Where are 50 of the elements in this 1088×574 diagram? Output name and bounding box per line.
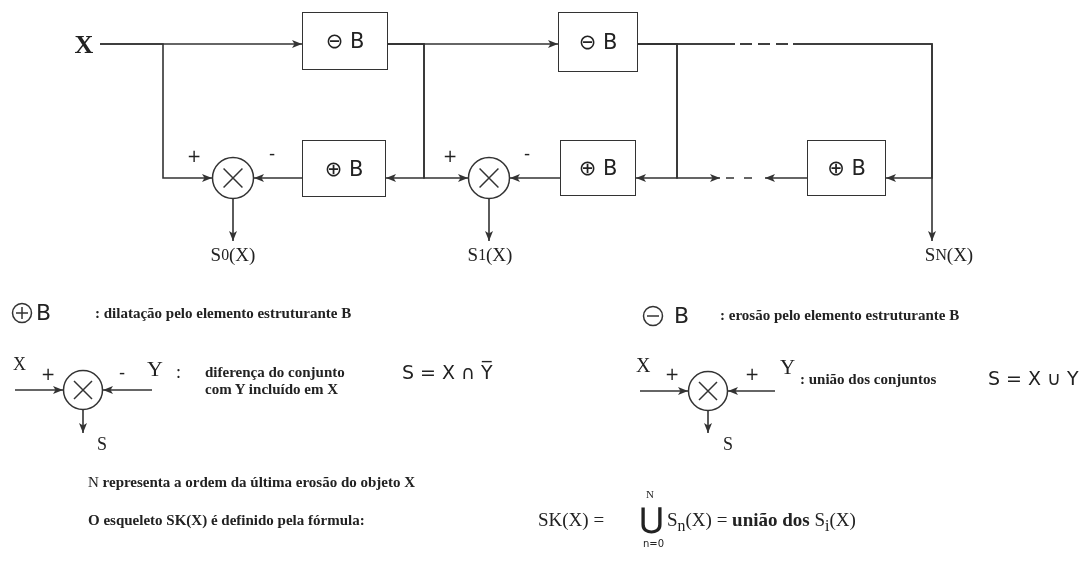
arrow: [509, 174, 561, 182]
signal-label: S: [718, 433, 738, 455]
sign-label: +: [664, 366, 681, 383]
arrow: [253, 174, 303, 182]
text-label: ⋃: [640, 503, 663, 536]
text-label: n=0: [643, 538, 665, 550]
sign-label: +: [40, 366, 57, 383]
arrow: [485, 198, 493, 242]
operator-box: ⊖ B: [302, 12, 388, 70]
operator-box: ⊖ B: [558, 12, 638, 72]
text-label: :: [176, 362, 181, 383]
arrow: [14, 386, 64, 394]
arrow: [79, 409, 87, 434]
text-label: : união dos conjuntos: [800, 371, 937, 389]
text-label: B: [674, 303, 690, 329]
text-label: SK(X) =: [538, 509, 605, 531]
text-label: : erosão pelo elemento estruturante B: [720, 307, 960, 325]
text-label: Y: [780, 355, 796, 380]
signal-label: S: [92, 433, 112, 455]
arrow: [387, 43, 469, 182]
operator-box: ⊕ B: [807, 140, 886, 196]
text-label: N representa a ordem da última erosão do objeto X: [88, 474, 416, 492]
text-label: S = X ∩ Y̅: [402, 362, 493, 384]
arrow: [639, 387, 689, 395]
sign-label: +: [442, 148, 459, 165]
multiply-circle: [62, 369, 104, 411]
text-label: S = X ∪ Y: [988, 368, 1079, 390]
multiply-circle: [467, 156, 511, 200]
signal-label: X: [68, 30, 100, 60]
text-label: S$_{n}$(X) = união dos S$_{i}$(X): [667, 509, 856, 535]
arrow: [704, 410, 712, 434]
arrow: [727, 387, 776, 395]
operator-box: ⊕ B: [560, 140, 636, 196]
multiply-circle: [687, 370, 729, 412]
arrow: [764, 174, 808, 182]
sign-label: +: [186, 148, 203, 165]
text-label: X: [13, 354, 26, 375]
text-label: : dilatação pelo elemento estruturante B: [95, 305, 352, 323]
text-label: X: [636, 354, 651, 377]
text-label: Y: [147, 356, 163, 382]
sign-label: +: [744, 366, 761, 383]
text-label: O esqueleto SK(X) é definido pela fórmula:: [88, 512, 365, 530]
multiply-circle: [211, 156, 255, 200]
arrow: [229, 198, 237, 242]
text-label: N: [646, 488, 654, 501]
operator-box: ⊕ B: [302, 140, 386, 197]
text-label: diferença do conjunto com Y incluído em X: [205, 364, 346, 399]
text-label: B: [36, 300, 52, 326]
arrow: [102, 386, 153, 394]
arrow: [99, 43, 213, 182]
